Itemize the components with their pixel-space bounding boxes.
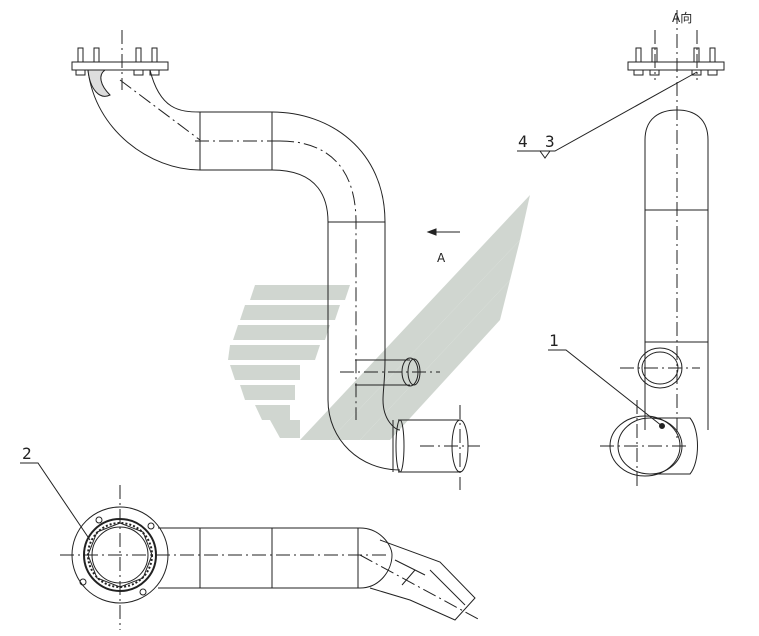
view-a-title: A向 bbox=[672, 10, 692, 25]
callout-leaders-right bbox=[517, 71, 698, 427]
front-view bbox=[71, 30, 480, 490]
callout-4: 4 bbox=[518, 132, 528, 151]
callout-2: 2 bbox=[22, 444, 32, 463]
watermark-logo bbox=[228, 195, 530, 440]
callout-1: 1 bbox=[549, 331, 559, 350]
plan-view bbox=[60, 485, 481, 630]
callout-leader-left bbox=[20, 462, 91, 541]
side-view-a bbox=[600, 10, 725, 490]
view-arrow-letter: A bbox=[437, 251, 446, 265]
callout-3: 3 bbox=[545, 132, 555, 151]
